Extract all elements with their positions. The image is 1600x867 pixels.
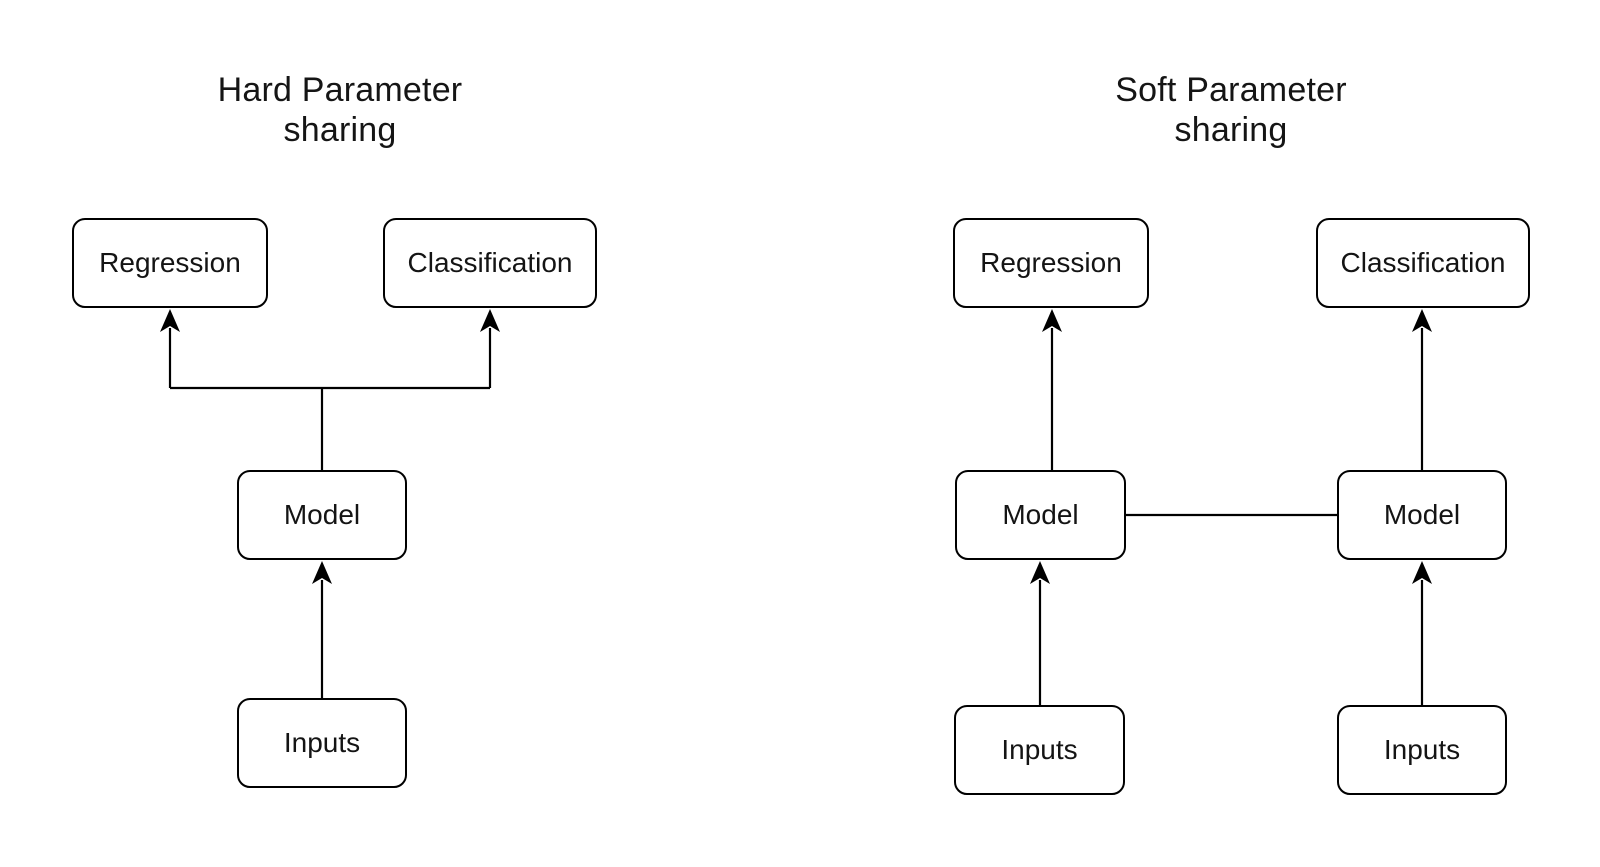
soft-node-classification: Classification — [1316, 218, 1530, 308]
soft-title-line2: sharing — [1174, 111, 1288, 149]
hard-arrowhead-classification — [480, 309, 500, 332]
hard-node-inputs: Inputs — [237, 698, 407, 788]
soft-node-inputs-right: Inputs — [1337, 705, 1507, 795]
soft-arrowhead-model-left — [1030, 561, 1050, 584]
soft-title-line1: Soft Parameter — [1115, 71, 1347, 109]
soft-arrowhead-regression — [1042, 309, 1062, 332]
hard-node-model: Model — [237, 470, 407, 560]
hard-sharing-title: Hard Parameter sharing — [140, 70, 540, 150]
soft-node-regression: Regression — [953, 218, 1149, 308]
hard-arrowhead-regression — [160, 309, 180, 332]
soft-node-model-left: Model — [955, 470, 1126, 560]
hard-node-classification: Classification — [383, 218, 597, 308]
soft-sharing-title: Soft Parameter sharing — [1031, 70, 1431, 150]
hard-title-line1: Hard Parameter — [217, 71, 463, 109]
soft-node-model-right: Model — [1337, 470, 1507, 560]
soft-arrowhead-classification — [1412, 309, 1432, 332]
hard-node-regression: Regression — [72, 218, 268, 308]
hard-arrowhead-model — [312, 561, 332, 584]
soft-arrowhead-model-right — [1412, 561, 1432, 584]
hard-title-line2: sharing — [283, 111, 397, 149]
soft-node-inputs-left: Inputs — [954, 705, 1125, 795]
